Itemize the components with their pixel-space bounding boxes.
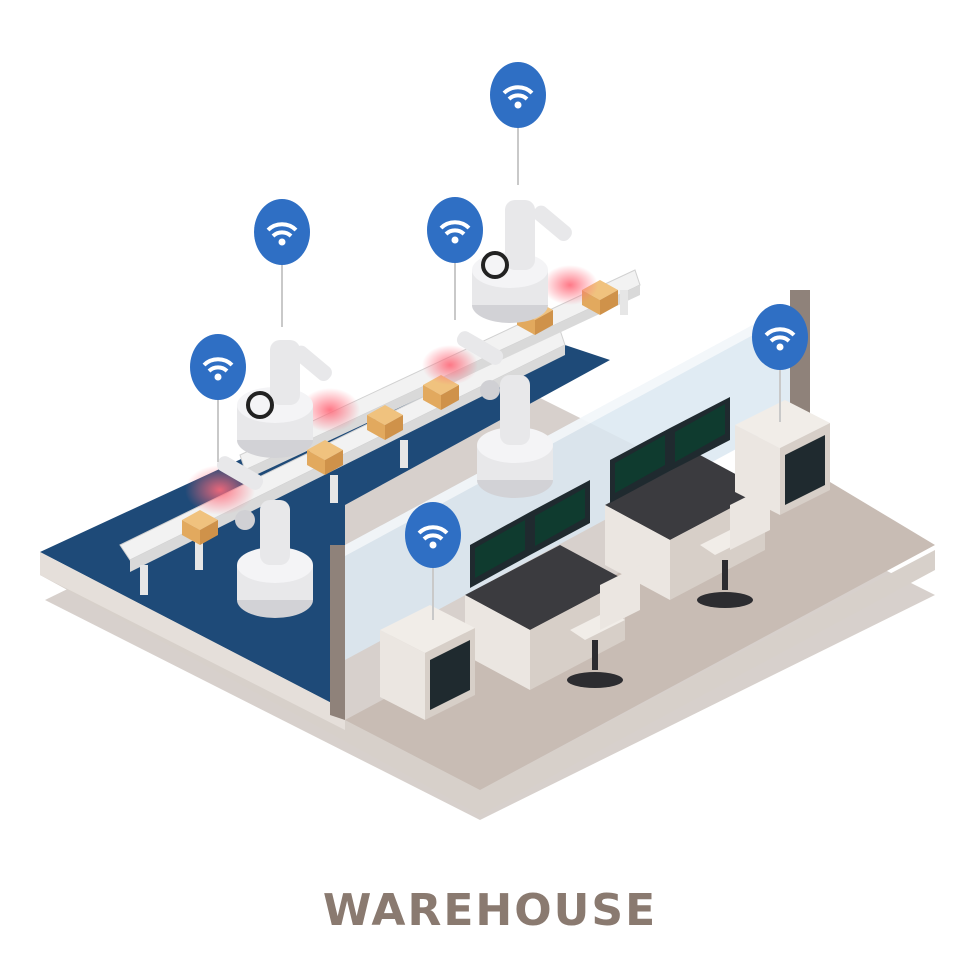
- monitor-icon: [610, 428, 670, 503]
- laser-glow: [542, 265, 598, 305]
- monitor-icon: [530, 480, 590, 555]
- wifi-icon: [190, 334, 246, 462]
- wifi-icon: [752, 304, 808, 422]
- box-icon: [182, 510, 218, 545]
- laser-glow: [300, 388, 360, 432]
- server-rack-icon: [735, 400, 830, 515]
- monitor-icon: [670, 397, 730, 471]
- robot-arm-icon: [456, 331, 553, 498]
- wifi-icon: [490, 62, 546, 185]
- laser-glow: [422, 345, 478, 385]
- office-floor: [345, 470, 935, 790]
- wifi-icon: [427, 197, 483, 320]
- robot-arm-icon: [216, 456, 313, 618]
- wifi-icon: [254, 199, 310, 327]
- glass-partition: [345, 305, 790, 660]
- monitor-icon: [470, 512, 530, 588]
- caption-title: WAREHOUSE: [322, 885, 658, 936]
- robot-arm-icon: [472, 200, 572, 323]
- wifi-icon: [405, 502, 461, 620]
- office-chair-icon: [567, 565, 640, 688]
- robot-arm-icon: [237, 340, 332, 458]
- server-rack-icon: [380, 605, 475, 720]
- box-icon: [307, 440, 343, 475]
- box-icon: [367, 405, 403, 440]
- production-floor: [40, 330, 610, 710]
